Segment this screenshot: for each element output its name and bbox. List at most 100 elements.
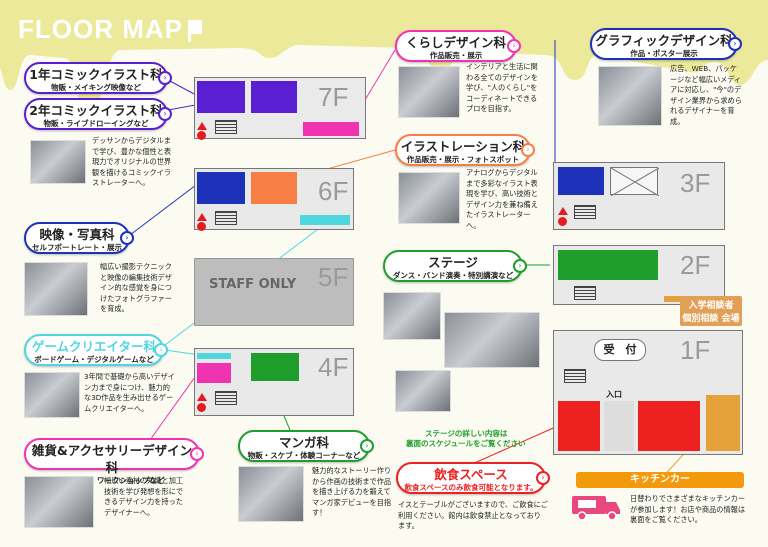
floor-4f-plan (194, 348, 354, 416)
extinguisher-icon (197, 403, 206, 412)
pill-stage[interactable]: ステージ ダンス・バンド演奏・特別講演など › (383, 250, 527, 282)
game-room-6f[interactable] (300, 215, 350, 225)
video-photo (24, 262, 88, 316)
video-sub: セルフポートレート・展示 (32, 243, 122, 252)
stairs-icon (574, 286, 596, 300)
floor-label-5f: 5F (318, 262, 349, 292)
game-sub: ボードゲーム・デジタルゲームなど (34, 355, 154, 364)
game-room-4f[interactable] (197, 353, 231, 359)
stage-title: ステージ (428, 255, 478, 270)
consult-room[interactable] (664, 296, 684, 302)
pill-food[interactable]: 飲食スペース 飲食スペースのみ飲食可能となります。 › (396, 462, 550, 494)
pill-graphic[interactable]: グラフィックデザイン科 作品・ポスター展示 › (590, 28, 742, 60)
manga-title: マンガ科 (278, 435, 329, 450)
chevron-icon: › (158, 71, 172, 85)
fire-alarm-icon (558, 207, 568, 215)
illust-photo (398, 172, 460, 224)
comic2-room[interactable] (251, 81, 297, 113)
page-title: FLOOR MAP (18, 14, 183, 44)
floor-2f-plan (553, 245, 725, 305)
pill-video[interactable]: 映像・写真科 セルフポートレート・展示 › (24, 222, 134, 254)
stairs-icon (215, 391, 237, 405)
stage-photo-1 (383, 292, 441, 340)
kurashi-sub: 作品販売・展示 (429, 51, 483, 60)
floor-label-7f: 7F (318, 82, 349, 112)
comic1-room[interactable] (197, 81, 245, 113)
floor-label-4f: 4F (318, 352, 349, 382)
fire-alarm-icon (197, 122, 207, 130)
stage-note-1: ステージの詳しい内容は (425, 429, 508, 438)
cross-mark-icon (610, 167, 660, 197)
zakka-title: 雑貨&アクセサリーデザイン科 (31, 443, 193, 475)
empty-room-3f (610, 167, 660, 197)
kitchen-area[interactable] (706, 395, 740, 451)
illust-room[interactable] (251, 172, 297, 204)
zakka-room[interactable] (197, 363, 231, 383)
kitchen-desc: 日替わりでさまざまなキッチンカーが参加します！お店や商品の情報は裏面をご覧くださ… (630, 494, 746, 525)
floor-6f-plan (194, 168, 354, 231)
extinguisher-icon (197, 222, 206, 231)
pill-manga[interactable]: マンガ科 物販・スケブ・体験コーナーなど › (238, 430, 374, 462)
corridor (604, 401, 634, 451)
reception-desk[interactable]: 受 付 (594, 339, 646, 361)
pill-comic2[interactable]: 2年コミックイラスト科 物販・ライブドローイングなど › (24, 98, 172, 130)
stairs-icon (564, 369, 586, 383)
pill-comic1[interactable]: 1年コミックイラスト科 物販・メイキング映像など › (24, 62, 172, 94)
pill-zakka[interactable]: 雑貨&アクセサリーデザイン科 作品販売・ワークショップなど › (24, 438, 204, 485)
food-room-b[interactable] (638, 401, 700, 451)
kurashi-photo (398, 66, 460, 118)
stage-note-2: 裏面のスケジュールをご覧ください (406, 439, 526, 448)
floor-label-2f: 2F (680, 250, 711, 280)
floor-3f-plan (553, 162, 725, 230)
comic-photo (30, 140, 86, 184)
manga-photo (238, 466, 304, 522)
chevron-icon: › (120, 231, 134, 245)
stairs-icon (215, 211, 237, 225)
entrance-label: 入口 (606, 390, 622, 399)
graphic-title: グラフィックデザイン科 (595, 33, 733, 48)
floor-5f-plan: STAFF ONLY (194, 258, 354, 326)
comic1-title: 1年コミックイラスト科 (29, 67, 163, 82)
chevron-icon: › (536, 471, 550, 485)
floor-label-3f: 3F (680, 168, 711, 198)
comic1-sub: 物販・メイキング映像など (51, 83, 141, 92)
chevron-icon: › (154, 343, 168, 357)
pill-kurashi[interactable]: くらしデザイン科 作品販売・展示 › (395, 30, 521, 62)
chevron-icon: › (360, 439, 374, 453)
illust-sub: 作品販売・展示・フォトスポット (406, 155, 520, 164)
pill-illust[interactable]: イラストレーション科 作品販売・展示・フォトスポット › (395, 134, 535, 166)
manga-desc: 魅力的なストーリー作りから作画の技術まで作品を描き上げる力を鍛えてマンガ家デビュ… (312, 466, 392, 518)
stairs-icon (215, 120, 237, 134)
kurashi-desc: インテリアと生活に関わる全てのデザインを学び、"人のくらし"をコーディネートでき… (466, 62, 538, 114)
extinguisher-icon (197, 131, 206, 140)
kitchen-title[interactable]: キッチンカー (576, 472, 744, 488)
zakka-desc: 幅広い素材の知識と加工技術を学び発想を形にできるデザイン力を持ったデザイナーへ。 (104, 476, 184, 517)
kurashi-room[interactable] (303, 122, 359, 136)
comic2-sub: 物販・ライブドローイングなど (43, 119, 149, 128)
illust-title: イラストレーション科 (400, 139, 526, 154)
game-title: ゲームクリエイター科 (31, 339, 157, 354)
video-room[interactable] (197, 172, 245, 204)
food-title: 飲食スペース (434, 467, 508, 482)
comic-desc: デッサンからデジタルまで学び、豊かな個性と表現力でオリジナルの世界観を描けるコミ… (92, 136, 172, 188)
chevron-icon: › (158, 107, 172, 121)
fire-alarm-icon (197, 213, 207, 221)
extinguisher-icon (558, 217, 567, 226)
chevron-icon: › (521, 143, 535, 157)
consult-line1: 入学相談者 (688, 301, 734, 311)
kitchen-car-icon (570, 492, 622, 522)
zakka-sub: 作品販売・ワークショップなど (59, 476, 165, 485)
consult-tag[interactable]: 入学相談者 個別相談 会場 (680, 296, 742, 326)
manga-room[interactable] (251, 353, 299, 381)
floor-7f-plan (194, 77, 366, 140)
stage-sub: ダンス・バンド演奏・特別講演など (392, 271, 514, 280)
stage-room[interactable] (558, 250, 658, 280)
food-sub: 飲食スペースのみ飲食可能となります。 (404, 483, 538, 492)
pill-game[interactable]: ゲームクリエイター科 ボードゲーム・デジタルゲームなど › (24, 334, 168, 366)
consult-line2: 個別相談 会場 (682, 314, 740, 324)
graphic-room[interactable] (558, 167, 604, 195)
graphic-sub: 作品・ポスター展示 (630, 49, 698, 58)
chevron-icon: › (513, 259, 527, 273)
floor-label-1f: 1F (680, 335, 711, 365)
food-room-a[interactable] (558, 401, 600, 451)
